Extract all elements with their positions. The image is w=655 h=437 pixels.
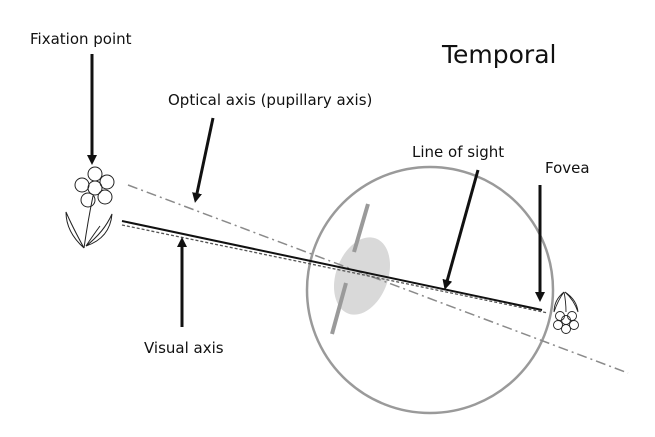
optical-axis-label: Optical axis (pupillary axis) — [168, 91, 372, 109]
eyeball — [305, 165, 555, 415]
iris-upper — [352, 203, 370, 253]
iris-lower — [330, 282, 348, 335]
lens — [333, 237, 391, 315]
optical-axis-line — [127, 184, 629, 374]
fixation-point-label: Fixation point — [30, 30, 132, 48]
inverted-flower-icon — [553, 291, 579, 334]
fovea-label: Fovea — [545, 159, 590, 177]
optical-axis-arrow — [192, 117, 215, 203]
line-of-sight-line — [121, 220, 543, 311]
visual-axis-line — [121, 224, 549, 314]
visual-axis-label: Visual axis — [144, 339, 224, 357]
flower-icon — [65, 166, 115, 249]
temporal-label: Temporal — [441, 40, 556, 69]
line-of-sight-label: Line of sight — [412, 143, 504, 161]
line-of-sight-arrow — [442, 169, 480, 290]
